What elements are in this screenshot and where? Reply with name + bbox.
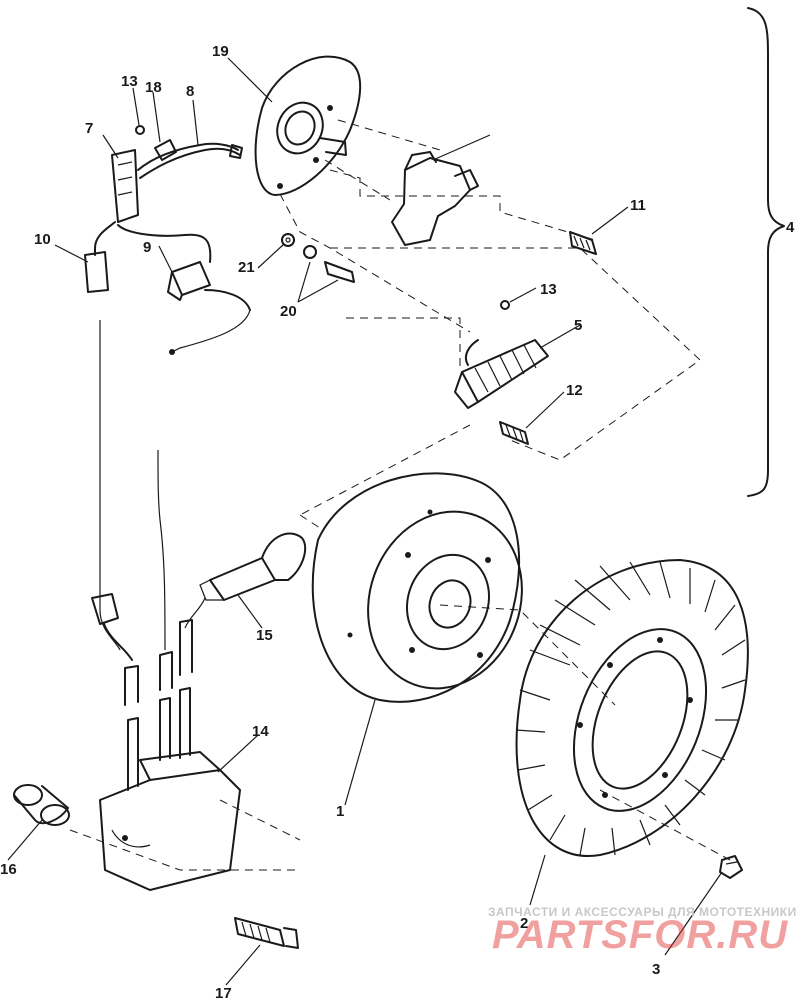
callout-1: 1 bbox=[336, 803, 344, 820]
callout-5: 5 bbox=[574, 317, 582, 334]
callout-18: 18 bbox=[145, 79, 162, 96]
cooling-fan bbox=[515, 559, 749, 858]
callout-21: 21 bbox=[238, 259, 255, 276]
wire-connector bbox=[91, 593, 133, 661]
callout-14: 14 bbox=[252, 723, 269, 740]
regulator-module bbox=[167, 261, 251, 355]
spacer bbox=[13, 784, 70, 826]
callout-20: 20 bbox=[280, 303, 297, 320]
stator-plate bbox=[254, 55, 362, 196]
flywheel bbox=[311, 472, 523, 703]
callout-15: 15 bbox=[256, 627, 273, 644]
callout-13-mid: 13 bbox=[540, 281, 557, 298]
callout-9: 9 bbox=[143, 239, 151, 256]
callout-7: 7 bbox=[85, 120, 93, 137]
callout-16: 16 bbox=[0, 861, 17, 878]
leader-lines bbox=[7, 57, 723, 986]
part-callouts: 1 2 3 4 5 7 8 9 10 11 12 13 13 14 15 16 … bbox=[0, 43, 795, 1002]
exciter-coil bbox=[454, 339, 549, 409]
ignition-coil bbox=[99, 320, 241, 891]
callout-2: 2 bbox=[520, 915, 528, 932]
watermark-logo: PARTSFOR.RU bbox=[492, 913, 788, 957]
wiring-harness bbox=[84, 139, 243, 293]
callout-19: 19 bbox=[212, 43, 229, 60]
callout-3: 3 bbox=[652, 961, 660, 978]
callout-10: 10 bbox=[34, 231, 51, 248]
pickup-bracket bbox=[391, 134, 491, 246]
callout-13-top: 13 bbox=[121, 73, 138, 90]
assembly-bracket bbox=[747, 7, 785, 497]
callout-11: 11 bbox=[630, 197, 646, 214]
callout-4: 4 bbox=[786, 219, 795, 236]
spark-plug-cap bbox=[184, 532, 307, 629]
callout-17: 17 bbox=[215, 985, 232, 998]
assembly-dashed-lines bbox=[69, 119, 731, 871]
watermark-caption: ЗАПЧАСТИ И АКСЕССУАРЫ ДЛЯ МОТОТЕХНИКИ bbox=[488, 905, 797, 919]
fasteners bbox=[135, 125, 597, 445]
fan-bolt bbox=[719, 855, 743, 879]
callout-12: 12 bbox=[566, 382, 583, 399]
coil-bolt bbox=[234, 917, 299, 949]
watermark: ЗАПЧАСТИ И АКСЕССУАРЫ ДЛЯ МОТОТЕХНИКИ PA… bbox=[488, 905, 797, 957]
callout-8: 8 bbox=[186, 83, 194, 100]
